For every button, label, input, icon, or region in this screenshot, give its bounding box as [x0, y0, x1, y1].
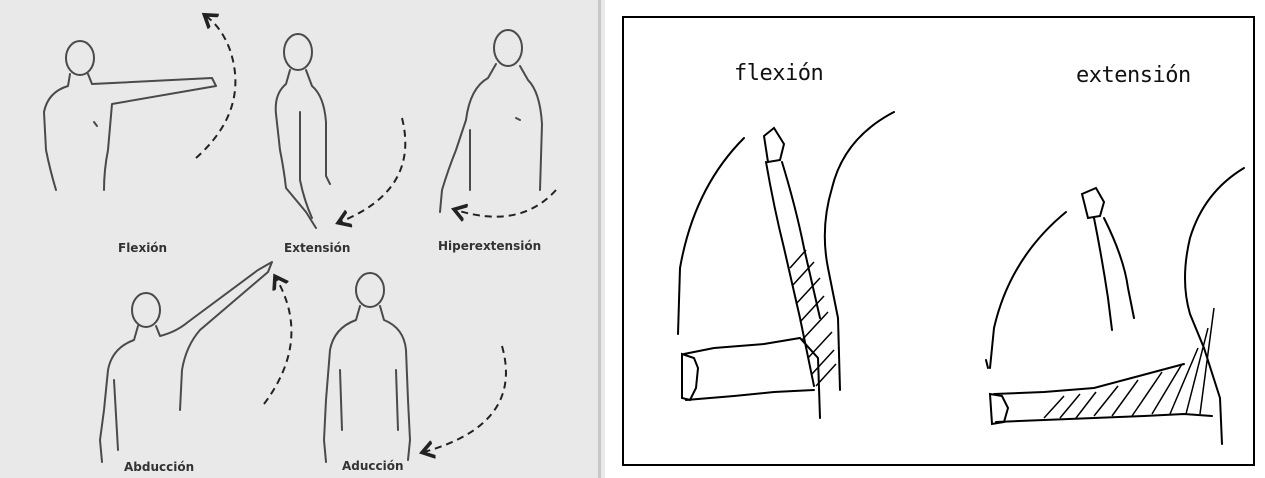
extension-arrow — [340, 118, 405, 222]
flexion-label: Flexión — [118, 241, 167, 255]
hyperextension-label: Hiperextensión — [438, 239, 541, 253]
elbow-extension-hatching — [1044, 308, 1214, 418]
figure-extension — [276, 34, 330, 228]
elbow-flexion-label: flexión — [734, 61, 823, 86]
elbow-flexion-sketch — [678, 112, 894, 418]
hyperextension-arrow — [456, 190, 556, 217]
shoulder-movements-illustration: Flexión Extensión Hiperextensión A — [0, 0, 605, 478]
figure-adduction — [324, 273, 410, 462]
abduction-arrow — [264, 278, 291, 404]
figure-flexion — [44, 41, 216, 190]
adduction-label: Aducción — [342, 459, 404, 473]
elbow-movements-panel: flexión extensión — [622, 16, 1255, 466]
figure-abduction — [100, 262, 272, 462]
shoulder-movements-panel: Flexión Extensión Hiperextensión A — [0, 0, 605, 478]
abduction-label: Abducción — [124, 460, 194, 474]
elbow-movements-illustration: flexión extensión — [624, 18, 1253, 464]
adduction-arrow — [424, 346, 506, 452]
elbow-extension-label: extensión — [1076, 63, 1191, 88]
elbow-extension-sketch — [986, 168, 1244, 444]
figure-hyperextension — [440, 30, 542, 212]
extension-label: Extensión — [284, 241, 350, 255]
